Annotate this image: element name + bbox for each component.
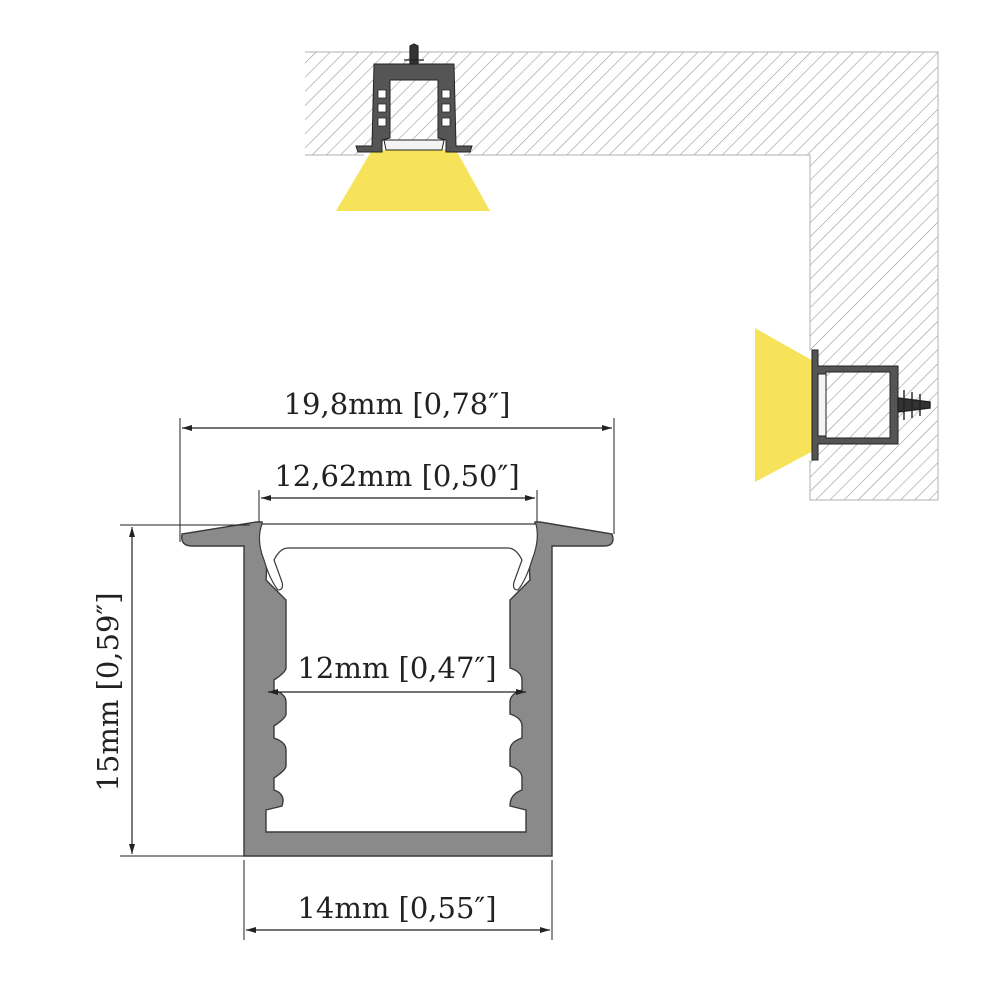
dimension-overall-width: 19,8mm [0,78″]	[179, 387, 615, 542]
profile-body	[181, 521, 614, 857]
inner-width-label: 12mm [0,47″]	[297, 651, 496, 685]
ceiling-profile-grooves	[377, 89, 451, 127]
light-beam-down	[336, 150, 490, 211]
ceiling-diffuser	[383, 139, 445, 151]
opening-width-label: 12,62mm [0,50″]	[274, 459, 519, 493]
height-label: 15mm [0,59″]	[91, 592, 125, 791]
dimension-height: 15mm [0,59″]	[91, 524, 250, 857]
diffuser-cover	[258, 523, 538, 591]
dimension-inner-width: 12mm [0,47″]	[268, 651, 526, 695]
bottom-width-label: 14mm [0,55″]	[297, 891, 496, 925]
profile-cross-section	[181, 521, 614, 857]
ceiling-clip	[404, 43, 424, 65]
wall-diffuser	[817, 373, 827, 437]
ceiling-hatch	[305, 52, 938, 500]
wall-mounted-profile	[755, 328, 931, 482]
wall-clip	[897, 390, 931, 420]
ceiling-mounted-profile	[336, 43, 490, 211]
overall-width-label: 19,8mm [0,78″]	[284, 387, 511, 421]
light-beam-side	[755, 328, 815, 482]
dimension-opening-width: 12,62mm [0,50″]	[258, 459, 538, 522]
wall-ceiling-hatch	[305, 51, 939, 501]
dimension-bottom-width: 14mm [0,55″]	[243, 860, 553, 940]
ceiling-profile-body	[355, 63, 473, 153]
